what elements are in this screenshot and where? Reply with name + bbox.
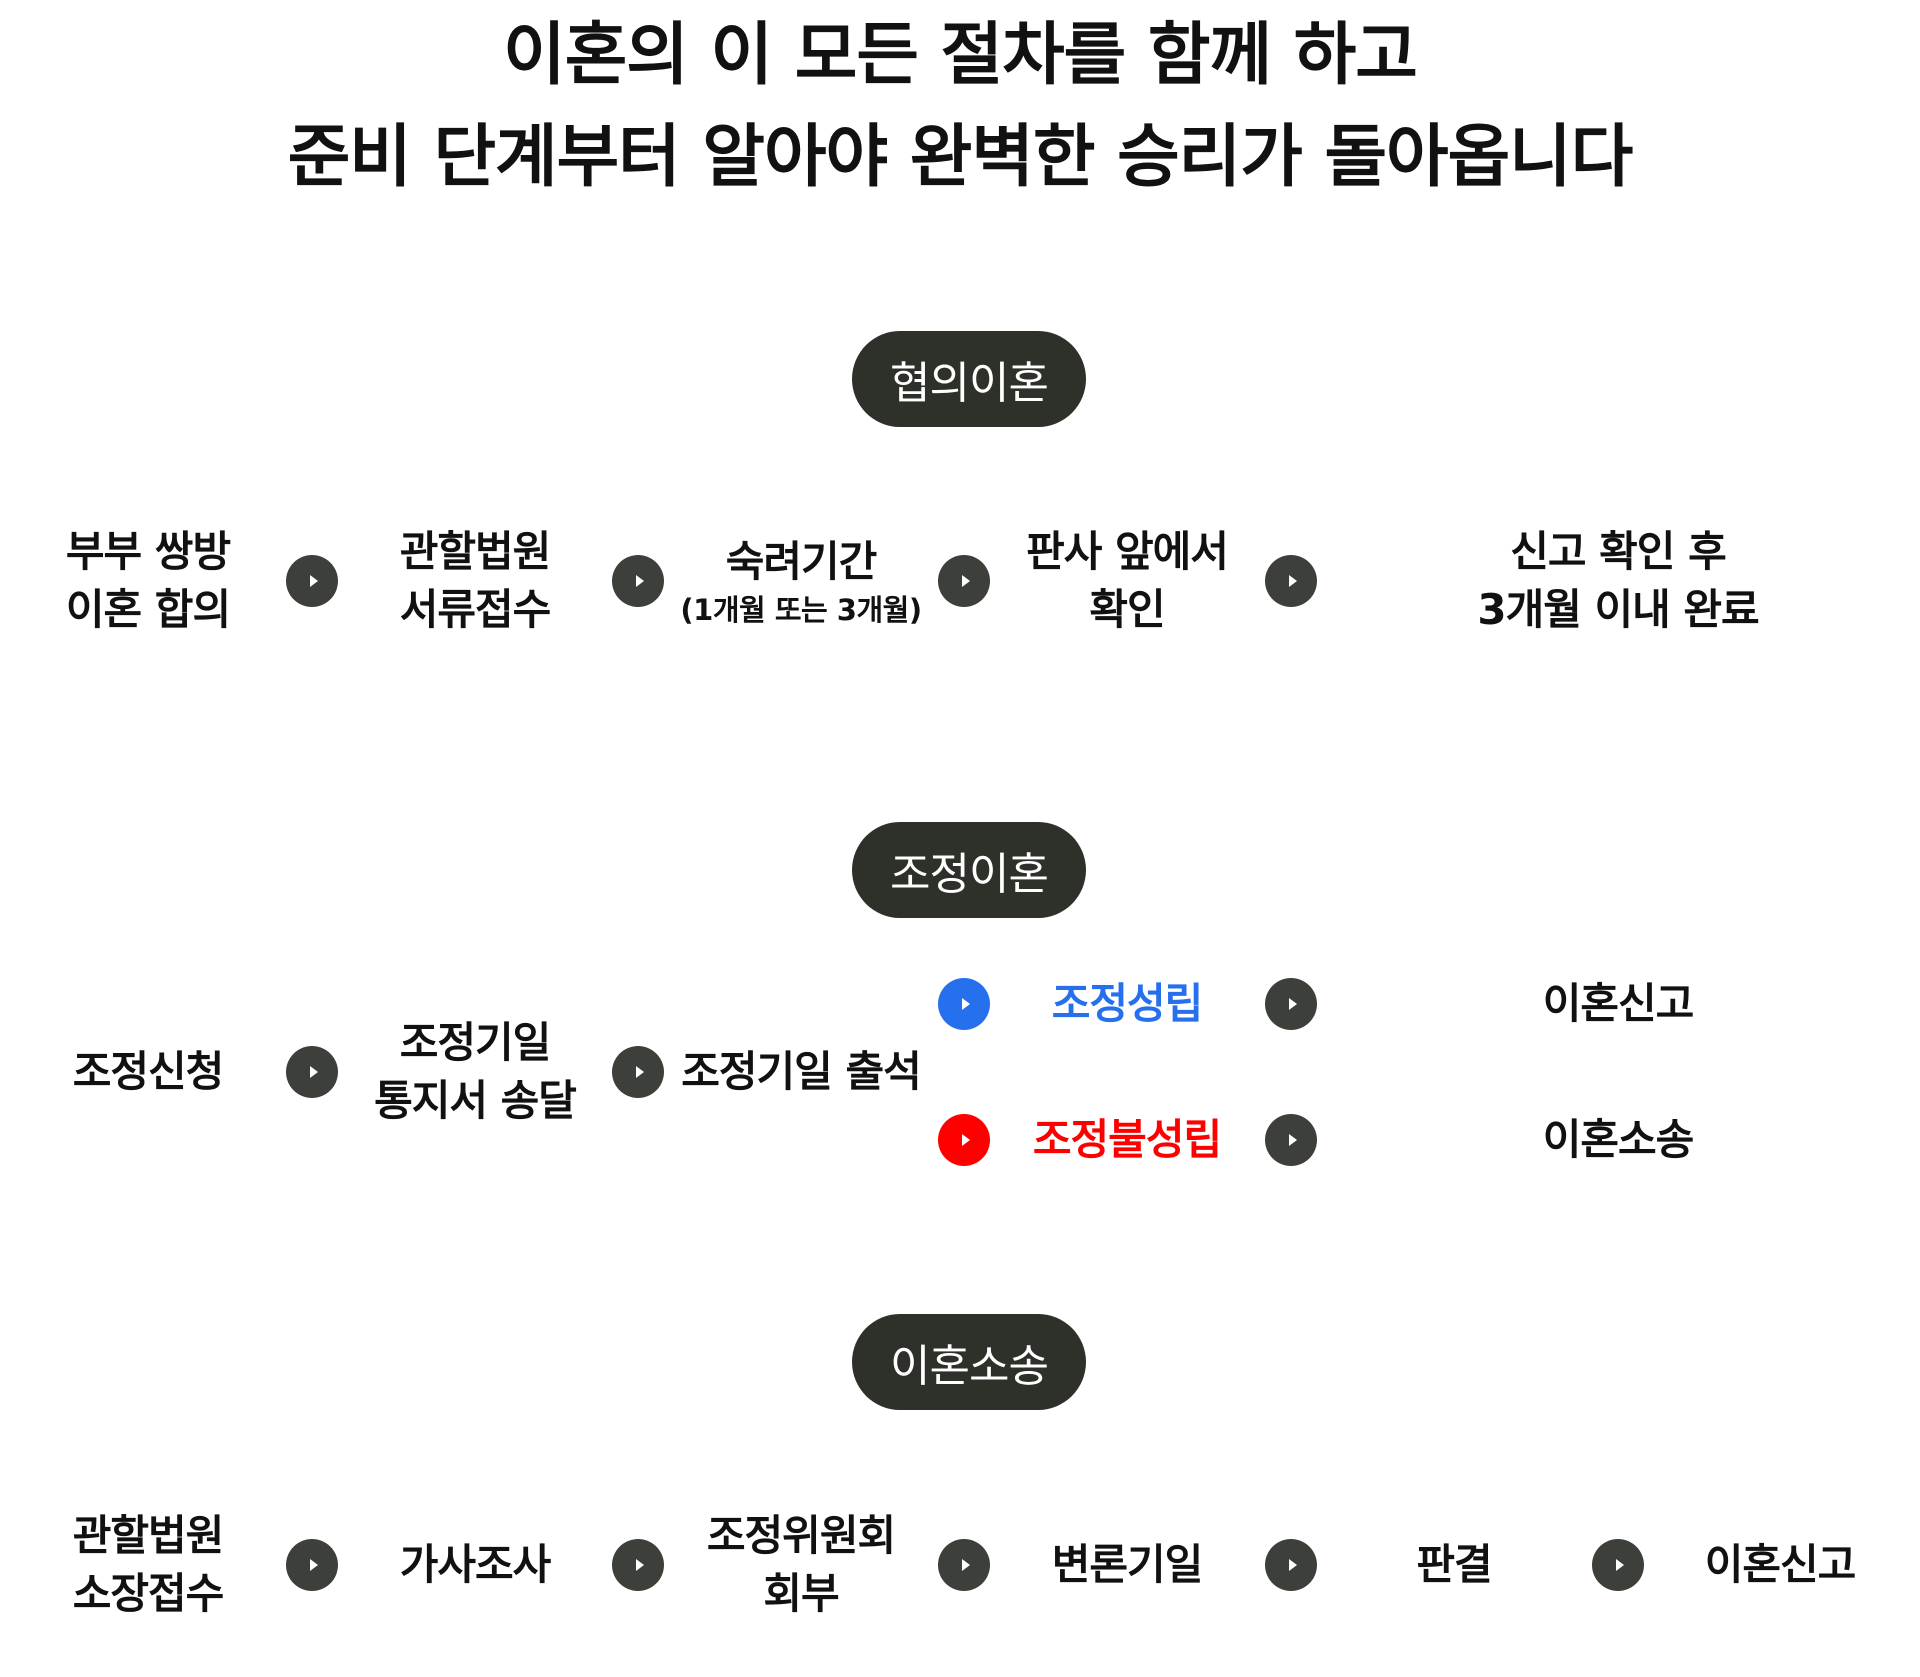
step-line: 조정불성립 [1032, 1115, 1222, 1164]
step-line: 조정성립 [1051, 979, 1204, 1028]
mediation-success-label: 조정성립 [1051, 975, 1204, 1033]
litigation-step-4: 변론기일 [1051, 1536, 1204, 1594]
play-arrow-icon [612, 1046, 664, 1098]
litigation-step-1: 관할법원 소장접수 [72, 1507, 225, 1623]
section-pill-consensual: 협의이혼 [852, 331, 1086, 427]
step-line: 3개월 이내 완료 [1477, 585, 1759, 634]
step-line: 통지서 송달 [374, 1076, 577, 1125]
step-line: 신고 확인 후 [1510, 527, 1726, 576]
play-arrow-icon [612, 1539, 664, 1591]
step-line: 관할법원 [72, 1511, 225, 1560]
play-arrow-icon [612, 555, 664, 607]
step-line: 조정신청 [72, 1047, 225, 1096]
step-subtext: (1개월 또는 3개월) [680, 593, 922, 627]
play-arrow-icon [286, 1046, 338, 1098]
play-arrow-icon [1265, 555, 1317, 607]
mediation-success-next: 이혼신고 [1542, 975, 1695, 1033]
consensual-step-5: 신고 확인 후 3개월 이내 완료 [1477, 523, 1759, 639]
step-line: 확인 [1089, 585, 1165, 634]
consensual-step-2: 관할법원 서류접수 [399, 523, 552, 639]
step-line: 변론기일 [1051, 1540, 1204, 1589]
section-pill-litigation: 이혼소송 [852, 1314, 1086, 1410]
play-arrow-icon [938, 1114, 990, 1166]
litigation-step-5: 판결 [1416, 1536, 1492, 1594]
consensual-step-1: 부부 쌍방 이혼 합의 [65, 523, 231, 639]
consensual-step-4: 판사 앞에서 확인 [1026, 523, 1229, 639]
play-arrow-icon [1265, 1539, 1317, 1591]
step-line: 숙려기간 [725, 537, 878, 586]
play-arrow-icon [938, 978, 990, 1030]
play-arrow-icon [938, 1539, 990, 1591]
step-line: 이혼신고 [1542, 979, 1695, 1028]
step-line: 관할법원 [399, 527, 552, 576]
play-arrow-icon [1592, 1539, 1644, 1591]
step-line: 이혼소송 [1542, 1115, 1695, 1164]
mediation-step-1: 조정신청 [72, 1043, 225, 1101]
litigation-step-3: 조정위원회 회부 [706, 1507, 896, 1623]
step-line: 이혼신고 [1704, 1540, 1857, 1589]
play-arrow-icon [1265, 1114, 1317, 1166]
section-pill-mediation: 조정이혼 [852, 822, 1086, 918]
step-line: 조정위원회 [706, 1511, 896, 1560]
consensual-step-3: 숙려기간 (1개월 또는 3개월) [680, 533, 922, 629]
play-arrow-icon [1265, 978, 1317, 1030]
step-line: 가사조사 [399, 1540, 552, 1589]
step-line: 판사 앞에서 [1026, 527, 1229, 576]
litigation-step-6: 이혼신고 [1704, 1536, 1857, 1594]
litigation-step-2: 가사조사 [399, 1536, 552, 1594]
headline-line-1: 이혼의 이 모든 절차를 함께 하고 [503, 16, 1418, 95]
step-line: 조정기일 [399, 1018, 552, 1067]
play-arrow-icon [938, 555, 990, 607]
headline-line-2: 준비 단계부터 알아야 완벽한 승리가 돌아옵니다 [287, 118, 1634, 197]
mediation-failure-label: 조정불성립 [1032, 1111, 1222, 1169]
step-line: 조정기일 출석 [681, 1047, 921, 1096]
play-arrow-icon [286, 1539, 338, 1591]
step-line: 판결 [1416, 1540, 1492, 1589]
step-line: 회부 [763, 1569, 839, 1618]
play-arrow-icon [286, 555, 338, 607]
mediation-failure-next: 이혼소송 [1542, 1111, 1695, 1169]
step-line: 부부 쌍방 [65, 527, 231, 576]
step-line: 서류접수 [399, 585, 552, 634]
mediation-step-3: 조정기일 출석 [681, 1043, 921, 1101]
step-line: 이혼 합의 [65, 585, 231, 634]
mediation-step-2: 조정기일 통지서 송달 [374, 1014, 577, 1130]
step-line: 소장접수 [72, 1569, 225, 1618]
